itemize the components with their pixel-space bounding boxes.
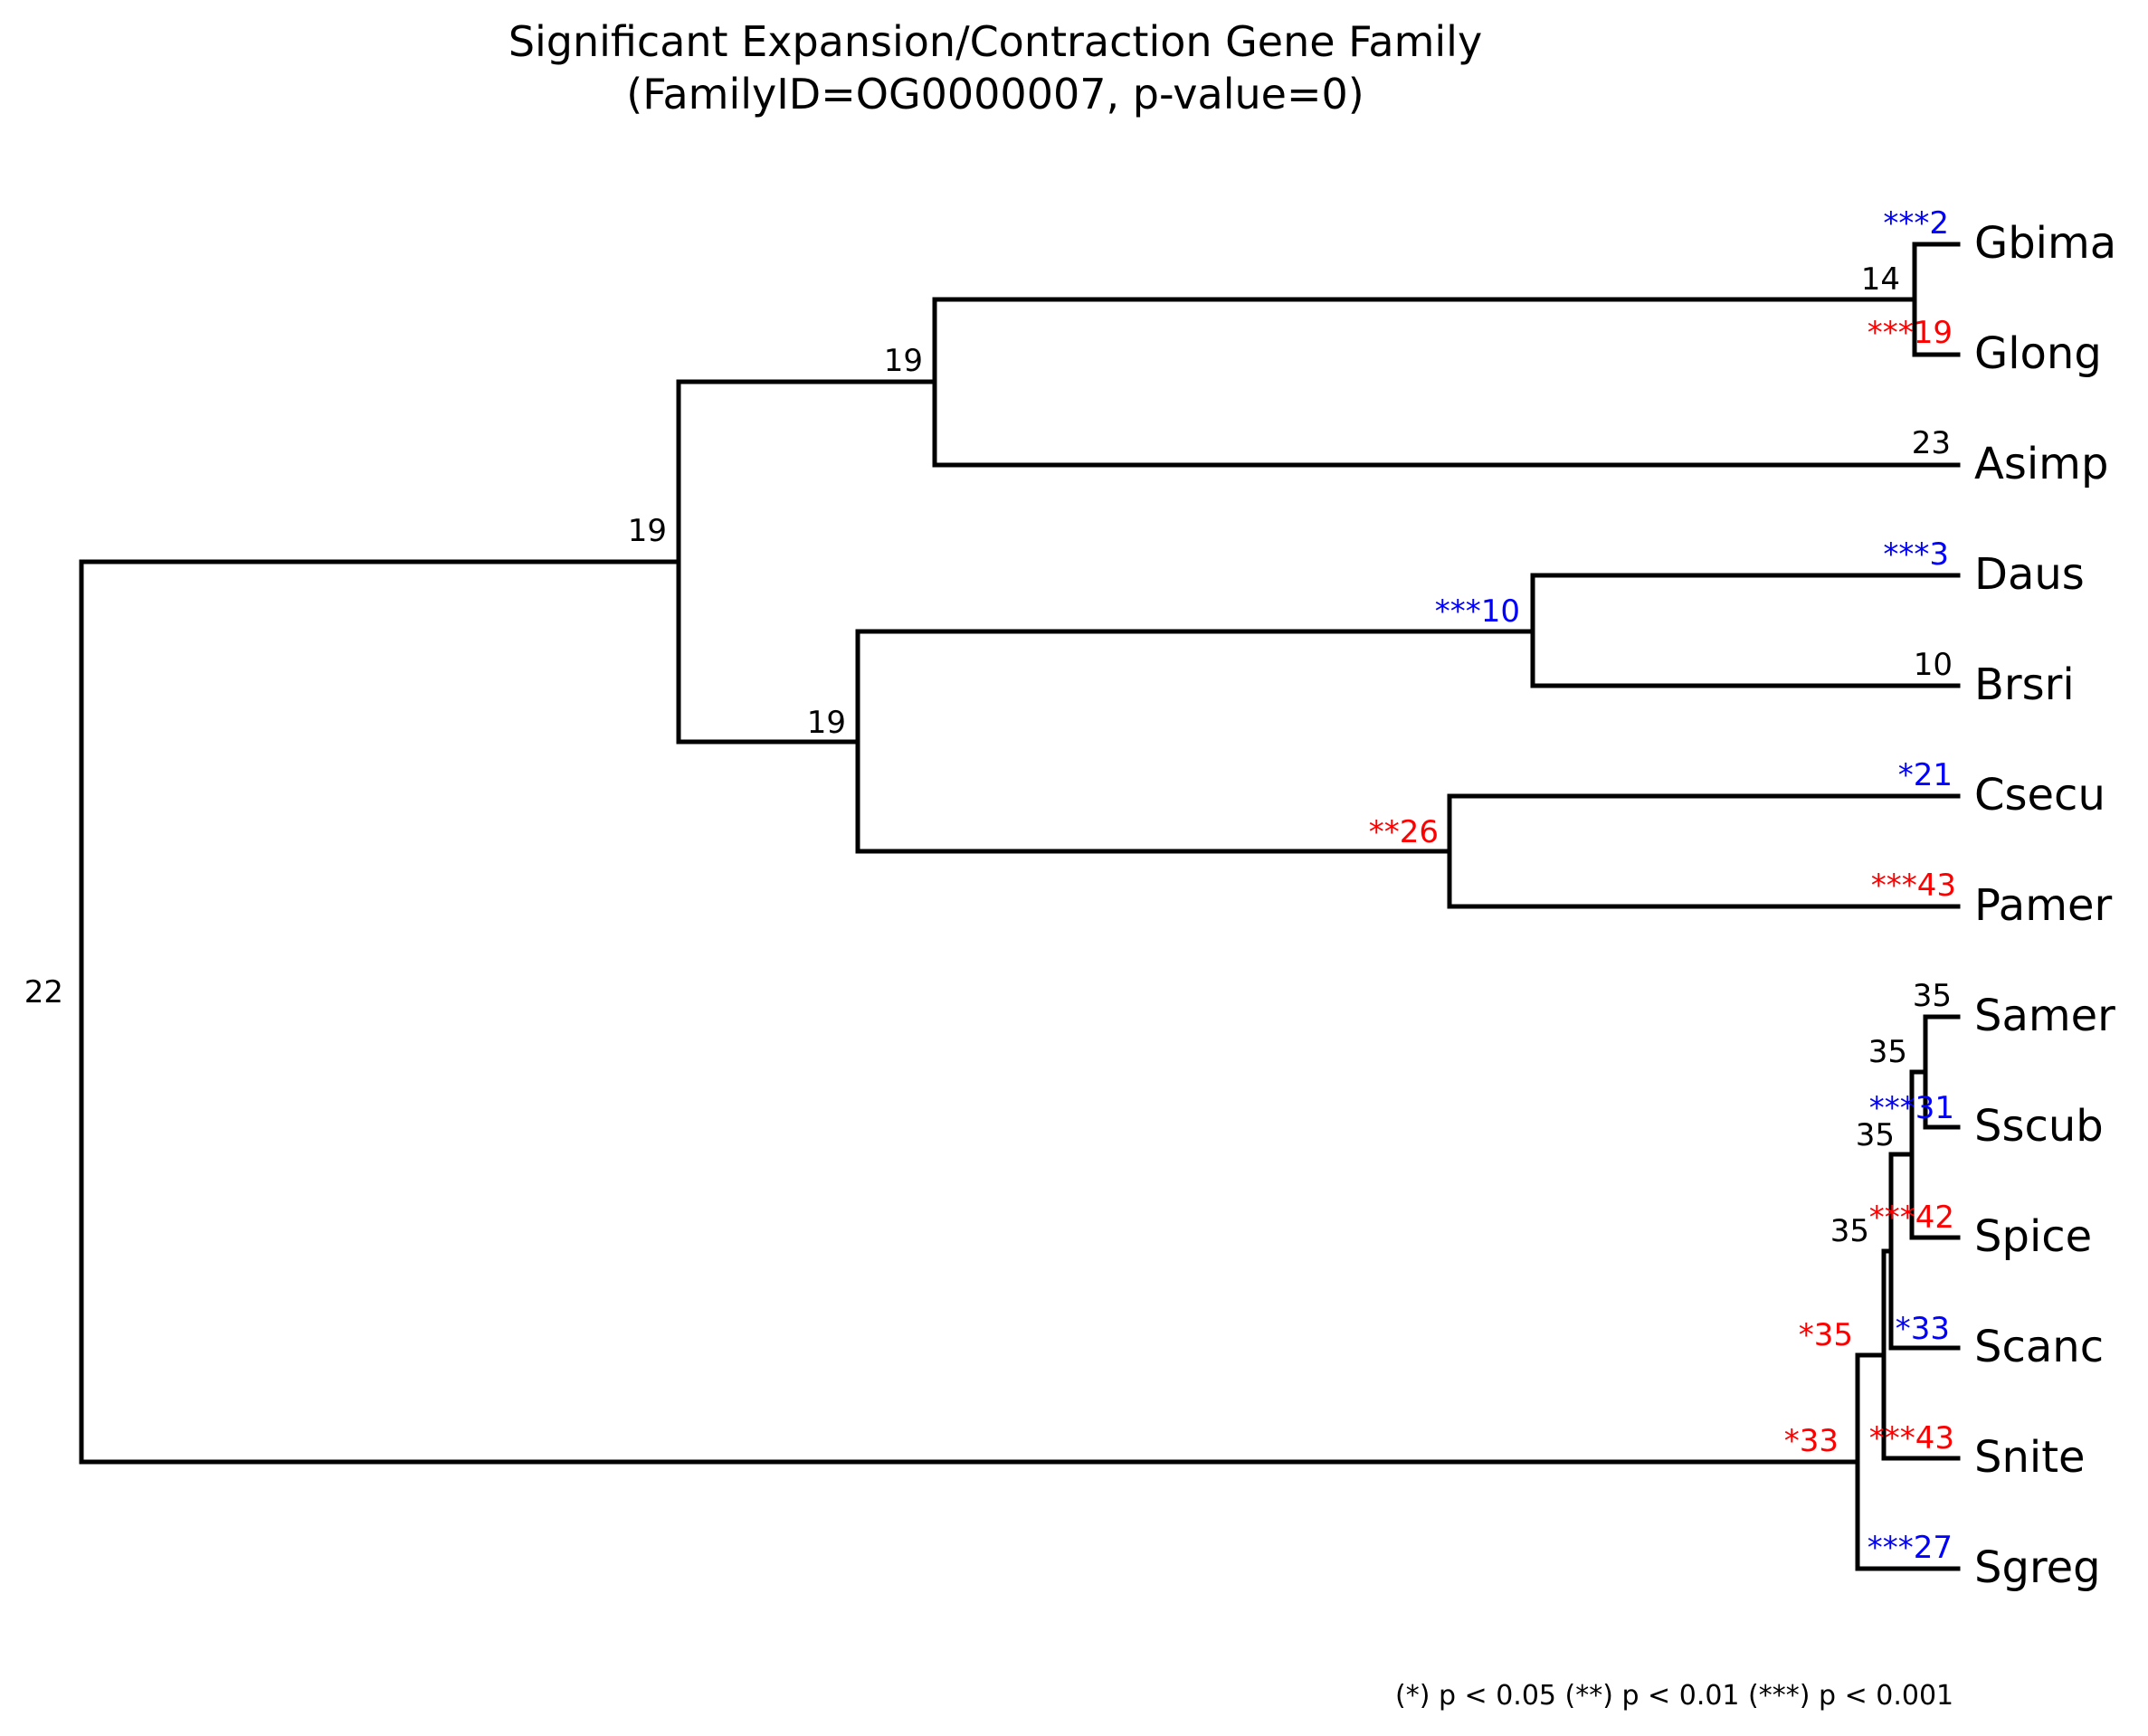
tip-label-scanc: Scanc bbox=[1974, 1322, 2104, 1372]
tip-label-sgreg: Sgreg bbox=[1974, 1542, 2101, 1593]
plot-title-line1: Significant Expansion/Contraction Gene F… bbox=[508, 17, 1482, 66]
tip-count-label-asimp: 23 bbox=[1912, 425, 1951, 461]
tip-count-label-sgreg: ***27 bbox=[1868, 1530, 1953, 1566]
tip-count-label-csecu: *21 bbox=[1898, 757, 1953, 793]
tip-label-csecu: Csecu bbox=[1974, 770, 2105, 821]
tip-count-label-brsri: 10 bbox=[1914, 647, 1953, 683]
tip-count-label-daus: ***3 bbox=[1883, 536, 1949, 573]
tip-label-asimp: Asimp bbox=[1974, 439, 2108, 489]
node-count-label-root: 22 bbox=[24, 974, 63, 1010]
node-count-label-samer-spice: 35 bbox=[1856, 1117, 1895, 1153]
tip-label-pamer: Pamer bbox=[1974, 880, 2112, 931]
tip-count-label-samer: 35 bbox=[1913, 978, 1952, 1014]
tip-label-brsri: Brsri bbox=[1974, 659, 2075, 710]
tip-label-snite: Snite bbox=[1974, 1432, 2086, 1483]
plot-title-line2: (FamilyID=OG0000007, p-value=0) bbox=[626, 70, 1364, 119]
tip-label-spice: Spice bbox=[1974, 1211, 2092, 1262]
tip-label-samer: Samer bbox=[1974, 991, 2115, 1041]
node-count-label-samer-sgreg: *33 bbox=[1784, 1423, 1839, 1459]
significance-legend: (*) p < 0.05 (**) p < 0.01 (***) p < 0.0… bbox=[1395, 1680, 1953, 1712]
node-count-label-gbima-glong-asimp: 19 bbox=[884, 343, 923, 379]
tip-label-sscub: Sscub bbox=[1974, 1101, 2104, 1152]
tip-count-label-snite: ***43 bbox=[1869, 1420, 1954, 1456]
node-count-label-upper-clade: 19 bbox=[628, 513, 667, 549]
node-count-label-gbima-glong: 14 bbox=[1861, 261, 1900, 298]
tip-label-daus: Daus bbox=[1974, 549, 2085, 600]
tip-count-label-sscub: ***31 bbox=[1869, 1090, 1954, 1126]
tip-count-label-pamer: ***43 bbox=[1871, 868, 1956, 904]
node-count-label-daus-pamer-clade: 19 bbox=[807, 705, 846, 741]
tip-count-label-glong: ***19 bbox=[1868, 315, 1953, 351]
tree-branches-layer: 2219191419***10**26*33*35353535Gbima***2… bbox=[24, 205, 2116, 1593]
node-count-label-csecu-pamer: **26 bbox=[1369, 814, 1439, 850]
node-count-label-daus-brsri: ***10 bbox=[1435, 593, 1520, 630]
tip-count-label-spice: ***42 bbox=[1869, 1200, 1954, 1236]
node-count-label-samer-sscub: 35 bbox=[1868, 1034, 1907, 1070]
node-count-label-samer-snite: *35 bbox=[1799, 1317, 1853, 1353]
tip-count-label-scanc: *33 bbox=[1896, 1311, 1950, 1347]
tip-count-label-gbima: ***2 bbox=[1883, 205, 1949, 242]
node-count-label-samer-scanc: 35 bbox=[1830, 1213, 1869, 1249]
tip-label-gbima: Gbima bbox=[1974, 218, 2116, 269]
tip-label-glong: Glong bbox=[1974, 328, 2102, 379]
